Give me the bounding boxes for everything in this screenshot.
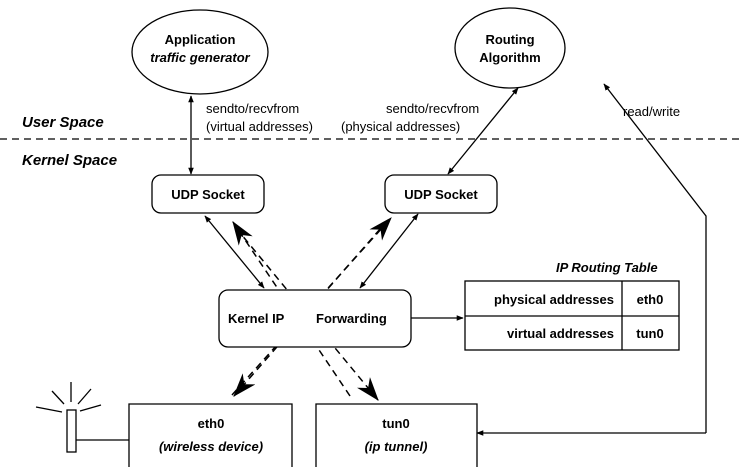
eth0-name: eth0 — [198, 416, 225, 431]
kernel-space-label: Kernel Space — [22, 152, 117, 169]
application-title: Application — [165, 32, 236, 47]
routing-table-row2-address: virtual addresses — [507, 326, 614, 341]
kernel-forwarding-part1: Kernel IP — [228, 311, 285, 326]
left-link-label-line2: (virtual addresses) — [206, 119, 313, 134]
udp-socket-right: UDP Socket — [384, 174, 498, 214]
read-write-label: read/write — [623, 104, 680, 119]
routing-socket-arrow — [447, 87, 519, 175]
routing-table-title: IP Routing Table — [556, 260, 658, 275]
routing-table-row1-iface: eth0 — [637, 292, 664, 307]
right-link-label-line2: (physical addresses) — [341, 119, 460, 134]
application-node: Application traffic generator — [131, 9, 269, 95]
application-subtitle: traffic generator — [150, 50, 250, 65]
tun0-desc: (ip tunnel) — [365, 439, 428, 454]
right-socket-forwarding-arrow — [359, 213, 419, 289]
tun0-device: tun0 (ip tunnel) — [315, 403, 478, 467]
eth0-device: eth0 (wireless device) — [128, 403, 293, 467]
read-write-arrow — [603, 83, 707, 433]
kernel-ip-forwarding: Kernel IP Forwarding — [218, 289, 412, 348]
routing-algorithm-line1: Routing — [485, 32, 534, 47]
routing-table-row1-address: physical addresses — [494, 292, 614, 307]
tun0-name: tun0 — [382, 416, 409, 431]
left-socket-forwarding-arrow — [204, 215, 265, 289]
udp-socket-left-label: UDP Socket — [171, 187, 245, 202]
eth0-desc: (wireless device) — [159, 439, 263, 454]
kernel-forwarding-part2: Forwarding — [316, 311, 387, 326]
routing-algorithm-node: Routing Algorithm — [454, 7, 566, 89]
ip-routing-table: IP Routing Table physical addresses eth0… — [464, 260, 680, 351]
left-link-label-line1: sendto/recvfrom — [206, 101, 299, 116]
routing-algorithm-line2: Algorithm — [479, 50, 540, 65]
udp-socket-right-label: UDP Socket — [404, 187, 478, 202]
wireless-antenna-icon — [35, 382, 129, 453]
dashed-tun0-to-udp-right-arrow — [231, 217, 392, 396]
udp-socket-left: UDP Socket — [151, 174, 265, 214]
routing-table-row2-iface: tun0 — [636, 326, 663, 341]
right-link-label-line1: sendto/recvfrom — [386, 101, 479, 116]
dashed-eth0-to-udp-left-arrow — [232, 221, 351, 397]
user-space-label: User Space — [22, 114, 104, 131]
